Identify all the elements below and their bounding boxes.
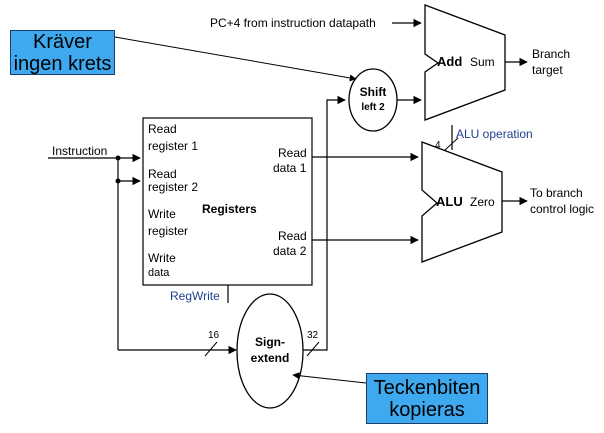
shift-label-2: left 2 (361, 102, 385, 113)
callout-no-circuit: Kräver ingen krets (10, 30, 115, 75)
width-32-slash (306, 341, 320, 357)
shift-label: Shift (360, 85, 387, 99)
read-data-2-label: Read (278, 229, 307, 243)
to-branch-label-2: control logic (530, 202, 594, 216)
callout-arrow-bottom (292, 372, 367, 384)
write-data-label-2: data (148, 267, 170, 279)
branch-target-label: Branch (532, 47, 570, 61)
adder-label: Add (437, 54, 462, 69)
regwrite-label: RegWrite (170, 289, 220, 303)
write-register-label: Write (148, 207, 176, 221)
alu-zero-label: Zero (470, 195, 495, 209)
adder-unit (424, 4, 506, 121)
read-data-1-label-2: data 1 (273, 161, 307, 175)
read-data-1-label: Read (278, 146, 307, 160)
read-data-2-label-2: data 2 (273, 244, 307, 258)
callout-no-circuit-line1: Kräver (33, 30, 92, 53)
instruction-label: Instruction (52, 144, 107, 158)
width-16-label: 16 (208, 330, 220, 341)
alu-operation-label: ALU operation (456, 127, 533, 141)
pc4-label: PC+4 from instruction datapath (210, 16, 376, 30)
read-register-2-label: Read (148, 167, 177, 181)
sign-extend-label: Sign- (255, 335, 285, 349)
sign-extend-output-wire (303, 95, 346, 351)
width-16-slash (204, 341, 218, 357)
alu-operation-width: 4 (435, 140, 441, 151)
sign-extend-unit (236, 293, 304, 409)
callout-arrow-top (114, 36, 357, 82)
alu-label: ALU (436, 194, 463, 209)
branch-target-label-2: target (532, 63, 563, 77)
write-data-label: Write (148, 251, 176, 265)
adder-sum-label: Sum (470, 55, 495, 69)
alu-unit (421, 141, 503, 263)
write-register-label-2: register (148, 224, 188, 238)
read-register-1-label: Read (148, 122, 177, 136)
callout-no-circuit-line2: ingen krets (13, 52, 112, 75)
to-branch-label: To branch (530, 186, 583, 200)
width-32-label: 32 (307, 330, 319, 341)
callout-sign-bit-copied: Teckenbiten kopieras (366, 373, 488, 424)
registers-label: Registers (202, 202, 257, 216)
callout-sign-bit-line2: kopieras (389, 398, 465, 421)
callout-sign-bit-line1: Teckenbiten (373, 376, 481, 399)
alu-operation-slash (444, 137, 459, 151)
registers-unit (142, 117, 313, 286)
shift-left-2-unit (348, 68, 398, 132)
read-register-2-label-2: register 2 (148, 180, 198, 194)
read-register-1-label-2: register 1 (148, 139, 198, 153)
sign-extend-label-2: extend (251, 351, 290, 365)
